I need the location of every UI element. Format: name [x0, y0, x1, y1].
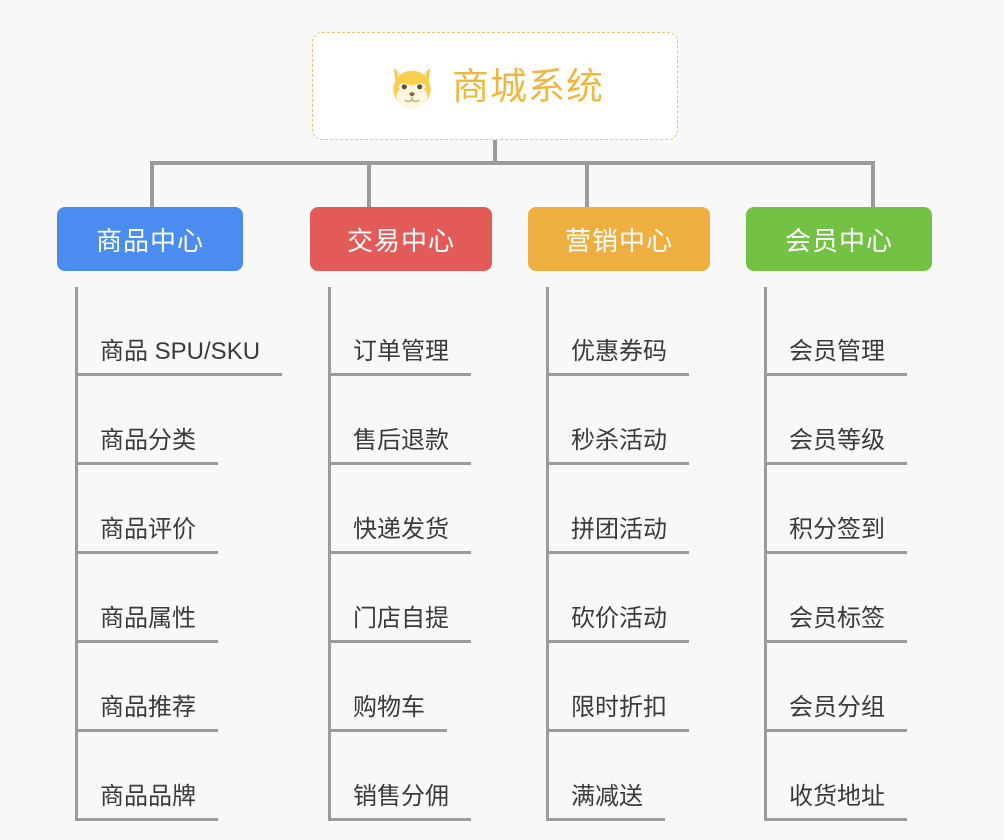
list-item[interactable]: 会员标签	[764, 554, 932, 643]
list-item[interactable]: 商品属性	[75, 554, 243, 643]
shiba-dog-face-icon	[386, 60, 438, 112]
list-item[interactable]: 会员等级	[764, 376, 932, 465]
category-header-1[interactable]: 商品中心	[57, 207, 243, 271]
list-item[interactable]: 拼团活动	[546, 465, 710, 554]
leaf-label: 拼团活动	[549, 516, 689, 554]
list-item[interactable]: 售后退款	[328, 376, 492, 465]
list-item[interactable]: 购物车	[328, 643, 492, 732]
list-item[interactable]: 商品推荐	[75, 643, 243, 732]
list-item[interactable]: 订单管理	[328, 287, 492, 376]
leaf-label: 会员分组	[767, 694, 907, 732]
branch-column-2: 交易中心 订单管理 售后退款 快递发货 门店自提 购物车 销售分佣	[310, 207, 492, 821]
list-item[interactable]: 砍价活动	[546, 554, 710, 643]
leaf-label: 商品 SPU/SKU	[78, 338, 283, 376]
leaf-label: 快递发货	[331, 516, 471, 554]
leaf-label: 商品属性	[78, 605, 218, 643]
leaf-label: 优惠券码	[549, 338, 689, 376]
branch-column-1: 商品中心 商品 SPU/SKU 商品分类 商品评价 商品属性 商品推荐 商品品牌	[57, 207, 283, 821]
leaf-label: 销售分佣	[331, 783, 471, 821]
branch-column-4: 会员中心 会员管理 会员等级 积分签到 会员标签 会员分组 收货地址	[746, 207, 932, 821]
leaf-label: 商品品牌	[78, 783, 218, 821]
list-item[interactable]: 收货地址	[764, 732, 932, 821]
connector-drop-3	[585, 161, 589, 207]
leaf-label: 砍价活动	[549, 605, 689, 643]
trunk-line-1	[75, 287, 78, 821]
list-item[interactable]: 商品品牌	[75, 732, 243, 821]
list-item[interactable]: 满减送	[546, 732, 710, 821]
list-item[interactable]: 优惠券码	[546, 287, 710, 376]
leaf-label: 秒杀活动	[549, 427, 689, 465]
category-header-3[interactable]: 营销中心	[528, 207, 710, 271]
list-item[interactable]: 商品评价	[75, 465, 243, 554]
connector-drop-1	[150, 161, 154, 207]
leaf-label: 购物车	[331, 694, 447, 732]
leaf-label: 满减送	[549, 783, 665, 821]
list-item[interactable]: 门店自提	[328, 554, 492, 643]
leaf-label: 售后退款	[331, 427, 471, 465]
list-item[interactable]: 销售分佣	[328, 732, 492, 821]
category-header-2[interactable]: 交易中心	[310, 207, 492, 271]
leaf-label: 收货地址	[767, 783, 907, 821]
trunk-line-3	[546, 287, 549, 821]
category-header-4[interactable]: 会员中心	[746, 207, 932, 271]
list-item[interactable]: 秒杀活动	[546, 376, 710, 465]
leaf-label: 门店自提	[331, 605, 471, 643]
leaf-label: 订单管理	[331, 338, 471, 376]
connector-drop-4	[871, 161, 875, 207]
connector-horizontal-bus	[150, 161, 875, 165]
list-item[interactable]: 限时折扣	[546, 643, 710, 732]
list-item[interactable]: 快递发货	[328, 465, 492, 554]
branch-column-3: 营销中心 优惠券码 秒杀活动 拼团活动 砍价活动 限时折扣 满减送	[528, 207, 710, 821]
trunk-line-4	[764, 287, 767, 821]
leaf-label: 限时折扣	[549, 694, 689, 732]
leaf-label: 会员等级	[767, 427, 907, 465]
leaf-label: 商品分类	[78, 427, 218, 465]
list-item[interactable]: 会员分组	[764, 643, 932, 732]
list-item[interactable]: 商品 SPU/SKU	[75, 287, 283, 376]
leaf-list-3: 优惠券码 秒杀活动 拼团活动 砍价活动 限时折扣 满减送	[528, 287, 710, 821]
list-item[interactable]: 会员管理	[764, 287, 932, 376]
root-title: 商城系统	[452, 65, 604, 107]
leaf-label: 会员标签	[767, 605, 907, 643]
connector-drop-2	[367, 161, 371, 207]
list-item[interactable]: 商品分类	[75, 376, 243, 465]
root-node[interactable]: 商城系统	[312, 32, 678, 140]
trunk-line-2	[328, 287, 331, 821]
leaf-label: 会员管理	[767, 338, 907, 376]
leaf-label: 商品推荐	[78, 694, 218, 732]
list-item[interactable]: 积分签到	[764, 465, 932, 554]
leaf-label: 商品评价	[78, 516, 218, 554]
leaf-list-2: 订单管理 售后退款 快递发货 门店自提 购物车 销售分佣	[310, 287, 492, 821]
leaf-list-4: 会员管理 会员等级 积分签到 会员标签 会员分组 收货地址	[746, 287, 932, 821]
leaf-label: 积分签到	[767, 516, 907, 554]
connector-root-stem	[493, 140, 497, 163]
leaf-list-1: 商品 SPU/SKU 商品分类 商品评价 商品属性 商品推荐 商品品牌	[57, 287, 283, 821]
